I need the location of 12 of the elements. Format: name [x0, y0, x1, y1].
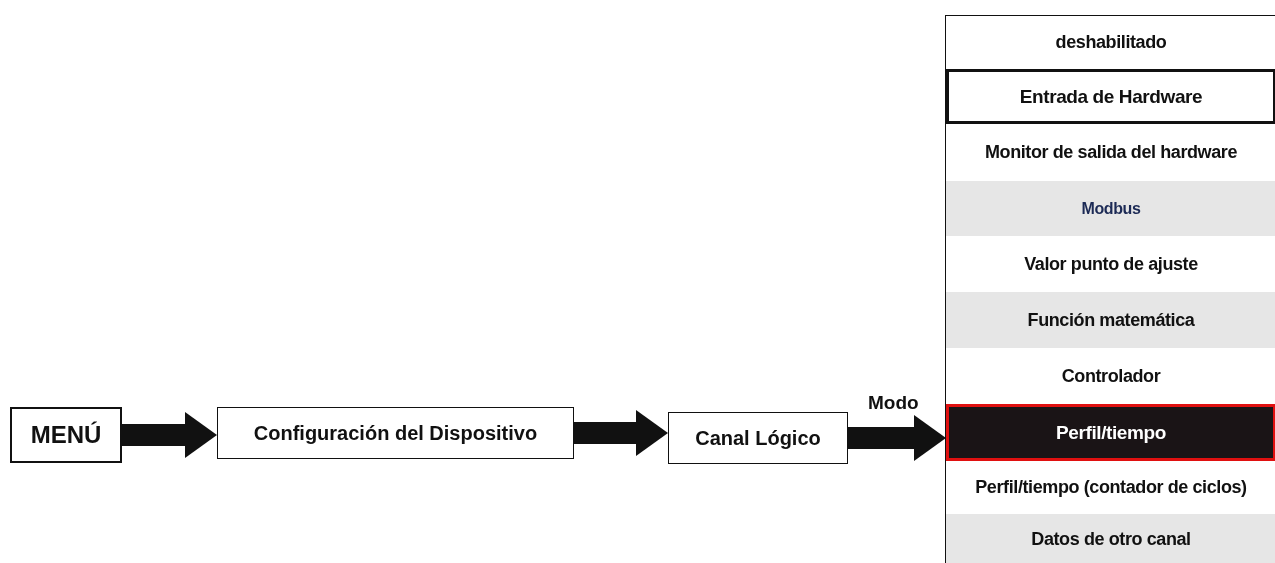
option-row: Entrada de Hardware	[946, 69, 1275, 124]
menu-box: MENÚ	[10, 407, 122, 463]
option-list-panel	[945, 15, 1275, 563]
arrow	[122, 412, 217, 458]
option-row: Modbus	[946, 181, 1275, 236]
option-row: Función matemática	[946, 292, 1275, 348]
process-box: Canal Lógico	[668, 412, 848, 464]
arrow	[848, 415, 946, 461]
selected-option-row: Perfil/tiempo	[946, 404, 1275, 461]
process-box: Configuración del Dispositivo	[217, 407, 574, 459]
arrow	[574, 410, 668, 456]
option-row: Datos de otro canal	[946, 514, 1275, 563]
